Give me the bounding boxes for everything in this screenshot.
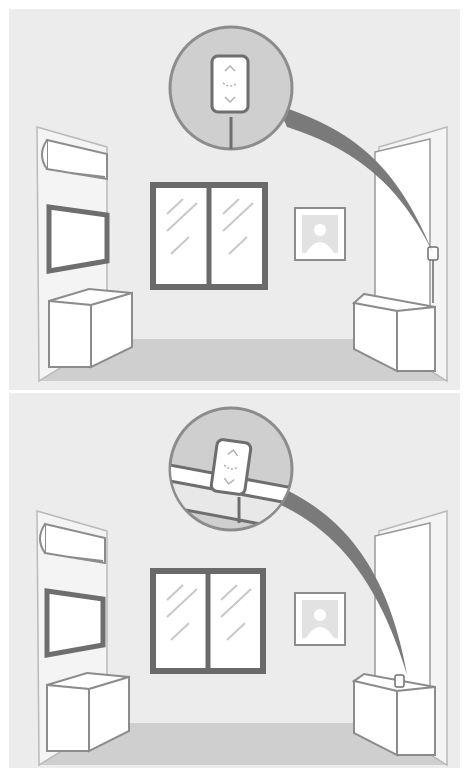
- panel-on-cabinet: [9, 393, 460, 768]
- tv-icon: [49, 207, 107, 271]
- scene-on-cabinet: [9, 393, 460, 768]
- scene-wall-mounted: [9, 9, 460, 390]
- installed-sensor-icon: [395, 675, 404, 687]
- wall-picture-icon: [295, 208, 345, 260]
- remote-sensor-icon: [212, 56, 248, 112]
- remote-sensor-icon: [211, 439, 252, 495]
- wall-picture-icon: [295, 593, 345, 645]
- window: [153, 571, 263, 671]
- panel-wall-mounted: [9, 9, 460, 390]
- window: [153, 185, 265, 287]
- magnifier-callout: [170, 27, 292, 149]
- tv-icon: [47, 591, 103, 655]
